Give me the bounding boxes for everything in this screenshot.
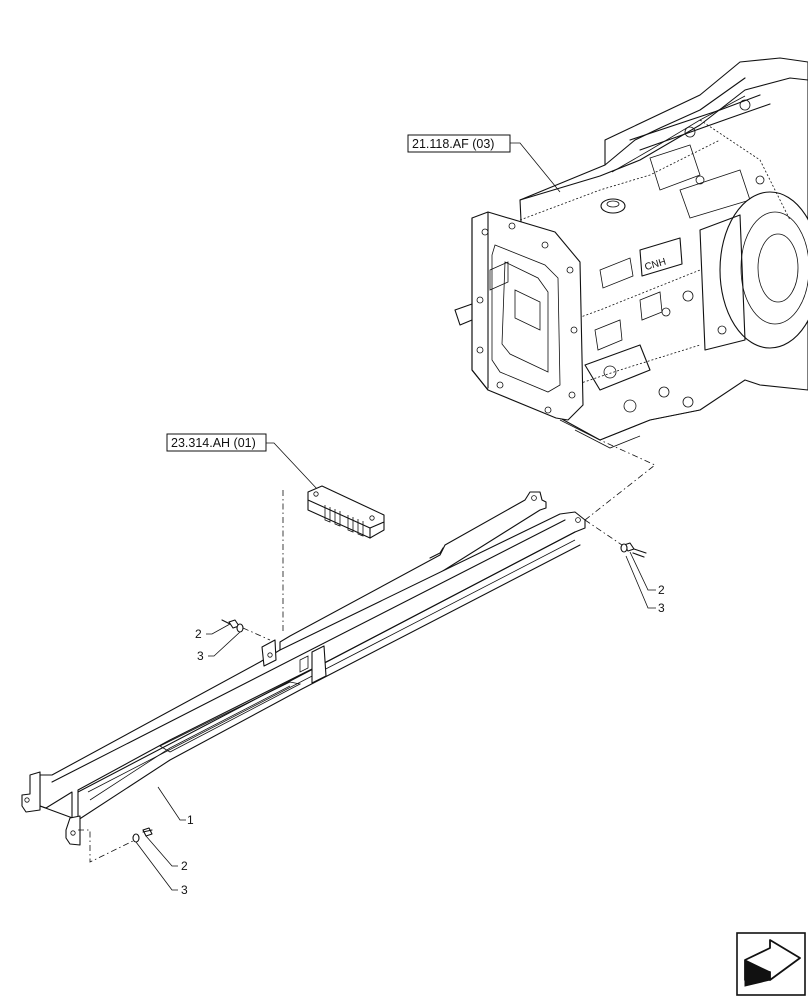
callout-3-bottom-group[interactable]: 3 (135, 841, 188, 897)
callout-2-left-group[interactable]: 2 (195, 623, 231, 641)
ref-bracket-text: 23.314.AH (01) (171, 436, 256, 450)
small-bracket (307, 485, 385, 539)
bolt-bottom (132, 827, 153, 843)
ref-transmission-text: 21.118.AF (03) (412, 137, 494, 151)
front-flange (454, 211, 584, 421)
ref-bracket-label[interactable]: 23.314.AH (01) (166, 433, 319, 491)
callout-2-right-group[interactable]: 2 (629, 551, 665, 597)
callout-3-right-number: 3 (658, 601, 665, 615)
callout-3-left-number: 3 (197, 649, 204, 663)
callout-3-bottom-number: 3 (181, 883, 188, 897)
callout-2-bottom-group[interactable]: 2 (145, 835, 188, 873)
main-rail (21, 491, 586, 846)
callout-3-left-group[interactable]: 3 (197, 631, 241, 663)
bolt-left (221, 619, 244, 633)
transmission-housing: CNH (519, 57, 808, 449)
callout-1-group[interactable]: 1 (157, 786, 194, 827)
callout-2-right-number: 2 (658, 583, 665, 597)
bolt-right (620, 542, 647, 558)
callout-2-left-number: 2 (195, 627, 202, 641)
arrow-next-icon[interactable] (736, 932, 806, 996)
callout-3-right-group[interactable]: 3 (625, 555, 665, 615)
callout-2-bottom-number: 2 (181, 859, 188, 873)
alignment-lines (78, 439, 656, 863)
callout-1-number: 1 (187, 813, 194, 827)
ref-transmission-label[interactable]: 21.118.AF (03) (407, 134, 561, 193)
